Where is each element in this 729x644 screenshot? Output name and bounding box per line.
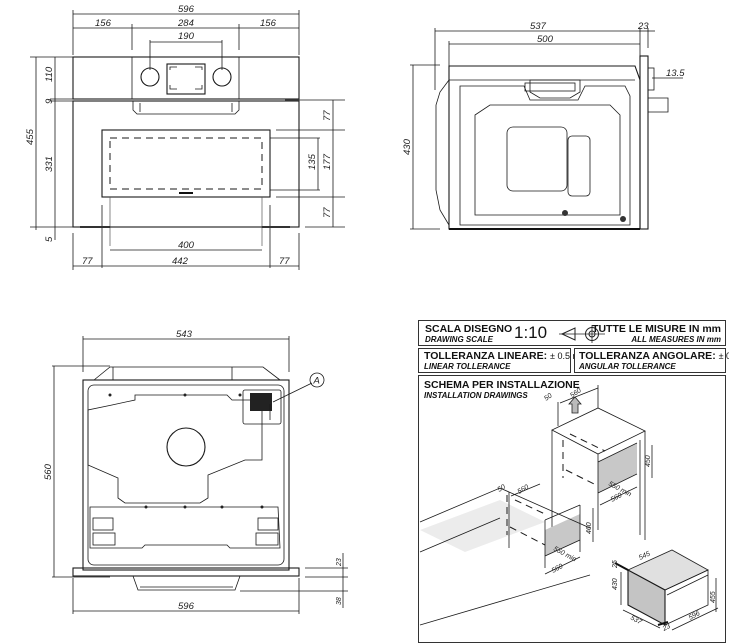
uc-vent: 50	[497, 484, 507, 494]
app-body-height: 430	[612, 578, 619, 590]
dim-side-left: 77	[82, 256, 93, 267]
measures-label-en: ALL MEASURES IN mm	[631, 335, 721, 344]
linear-tolerance-box: TOLLERANZA LINEARE: ± 0.5 mm LINEAR TOLL…	[418, 348, 587, 373]
dim-left-panel: 156	[95, 18, 112, 29]
dim-handle-depth: 38	[336, 597, 343, 605]
dim-front-thickness: 23	[637, 21, 649, 32]
uc-depth: 560	[517, 484, 531, 496]
dim-window-inner-width: 400	[178, 240, 195, 251]
dim-top-depth: 560	[43, 463, 54, 480]
angular-tol-value: ± 0.2 °	[718, 351, 729, 361]
installation-box: SCHEMA PER INSTALLAZIONE INSTALLATION DR…	[418, 375, 726, 643]
dim-gap: 9	[44, 98, 55, 104]
dim-bottom-gap: 5	[44, 236, 55, 242]
dim-lower-margin: 77	[322, 207, 333, 218]
app-front-height: 455	[710, 591, 717, 603]
dim-side-height: 430	[402, 138, 413, 155]
uc-niche-width: 560	[551, 563, 565, 575]
top-view: 543 560 596	[43, 329, 348, 614]
dim-overall-width: 596	[178, 4, 195, 15]
angular-tol-en: ANGULAR TOLLERANCE	[579, 362, 676, 371]
dim-knob-spacing: 190	[178, 31, 195, 42]
scale-label-en: DRAWING SCALE	[425, 335, 493, 344]
scale-value: 1:10	[514, 323, 548, 342]
vent-arrow-icon	[568, 396, 582, 414]
linear-tol-label: TOLLERANZA LINEARE:	[424, 350, 548, 362]
install-label-en: INSTALLATION DRAWINGS	[424, 391, 528, 400]
side-view: 537 23 500 13.5 430	[402, 21, 685, 230]
dim-top-width: 543	[176, 329, 193, 340]
dim-front-width: 596	[178, 601, 195, 612]
dim-window-inner: 135	[307, 153, 318, 170]
linear-tol-value: ± 0.5 mm	[550, 351, 588, 361]
callout-a-circle	[309, 372, 325, 388]
install-label: SCHEMA PER INSTALLAZIONE	[424, 379, 580, 391]
dim-body-depth: 500	[537, 34, 554, 45]
app-front-thickness: 23	[661, 623, 672, 633]
dim-window-outer-width: 442	[172, 256, 189, 267]
dim-window-outer: 177	[322, 153, 333, 170]
dim-center-panel: 284	[177, 18, 194, 29]
scale-label: SCALA DISEGNO	[425, 323, 513, 335]
oven-window	[101, 129, 271, 198]
app-top-depth: 545	[638, 550, 652, 561]
measures-label: TUTTE LE MISURE IN mm	[592, 323, 721, 335]
first-angle-projection-icon	[559, 325, 605, 343]
dim-right-panel: 156	[260, 18, 277, 29]
col-niche-width: 560	[610, 492, 624, 504]
callout-a-label: A	[313, 376, 320, 387]
front-view: 596 156 284 156 190	[25, 4, 345, 270]
dim-knob-protrusion: 13.5	[666, 68, 685, 79]
dim-upper-margin: 77	[322, 110, 333, 121]
uc-niche-height: 460	[586, 522, 593, 534]
right-knob	[212, 67, 232, 87]
left-knob	[140, 67, 160, 87]
dim-body-height: 331	[44, 156, 55, 172]
dim-total-height: 455	[25, 128, 36, 145]
scale-row: SCALA DISEGNO DRAWING SCALE 1:10 TUTTE L…	[418, 320, 726, 346]
angular-tol-label: TOLLERANZA ANGOLARE:	[579, 350, 716, 362]
app-front-width: 596	[688, 610, 702, 622]
app-front-step: 25	[612, 560, 619, 569]
dim-overall-depth: 537	[530, 21, 547, 32]
connector-a	[250, 393, 272, 411]
dim-control-height: 110	[44, 66, 55, 82]
display	[166, 63, 206, 95]
col-vent: 50	[543, 392, 553, 402]
dim-front-thickness-top: 23	[336, 558, 343, 567]
col-niche-height: 450	[645, 455, 652, 467]
angular-tolerance-box: TOLLERANZA ANGOLARE: ± 0.2 ° ANGULAR TOL…	[574, 348, 729, 373]
linear-tol-en: LINEAR TOLLERANCE	[424, 362, 511, 371]
dim-side-right: 77	[279, 256, 290, 267]
